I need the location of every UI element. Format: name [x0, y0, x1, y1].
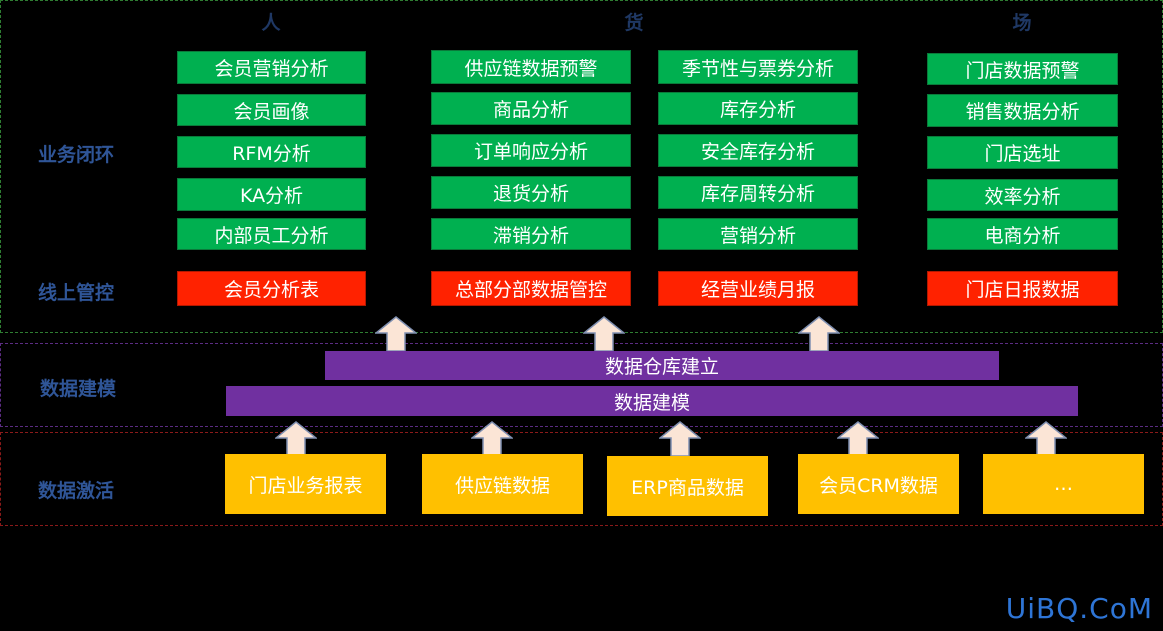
analysis-box: 电商分析: [927, 218, 1118, 250]
label-online-control: 线上管控: [38, 282, 115, 304]
header-place: 场: [1012, 12, 1032, 34]
analysis-box: 门店数据预警: [927, 53, 1118, 85]
analysis-box: RFM分析: [177, 136, 366, 168]
label-business-loop: 业务闭环: [38, 144, 115, 166]
analysis-box: 销售数据分析: [927, 94, 1118, 127]
analysis-box: 库存周转分析: [658, 176, 858, 209]
analysis-box: 退货分析: [431, 176, 631, 209]
analysis-box: 内部员工分析: [177, 218, 366, 250]
watermark-logo: UiBQ.CoM: [1005, 592, 1153, 625]
data-warehouse-bar: 数据仓库建立: [325, 351, 999, 380]
up-arrow-icon: [375, 316, 417, 352]
up-arrow-icon: [798, 316, 840, 352]
analysis-box: 安全库存分析: [658, 134, 858, 167]
analysis-box: KA分析: [177, 178, 366, 211]
analysis-box: 会员营销分析: [177, 51, 366, 84]
up-arrow-icon: [471, 421, 513, 457]
data-source-box: …: [983, 454, 1144, 514]
analysis-box: 滞销分析: [431, 218, 631, 250]
up-arrow-icon: [837, 421, 879, 457]
header-goods: 货: [624, 12, 644, 34]
label-data-activation: 数据激活: [38, 480, 115, 502]
control-report-box: 会员分析表: [177, 271, 366, 306]
analysis-box: 季节性与票券分析: [658, 50, 858, 84]
data-source-box: 供应链数据: [422, 454, 583, 514]
data-source-box: 会员CRM数据: [798, 454, 959, 514]
analysis-box: 会员画像: [177, 94, 366, 126]
data-source-box: 门店业务报表: [225, 454, 386, 514]
analysis-box: 商品分析: [431, 92, 631, 125]
up-arrow-icon: [583, 316, 625, 352]
control-report-box: 总部分部数据管控: [431, 271, 631, 306]
label-data-modeling: 数据建模: [40, 378, 117, 400]
analysis-box: 效率分析: [927, 179, 1118, 211]
analysis-box: 库存分析: [658, 92, 858, 125]
up-arrow-icon: [1025, 421, 1067, 457]
analysis-box: 供应链数据预警: [431, 50, 631, 84]
header-people: 人: [261, 12, 281, 34]
analysis-box: 门店选址: [927, 136, 1118, 169]
control-report-box: 门店日报数据: [927, 271, 1118, 306]
analysis-box: 营销分析: [658, 218, 858, 250]
up-arrow-icon: [659, 421, 701, 457]
data-source-box: ERP商品数据: [607, 456, 768, 516]
up-arrow-icon: [275, 421, 317, 457]
data-modeling-bar: 数据建模: [226, 386, 1078, 416]
analysis-box: 订单响应分析: [431, 134, 631, 167]
control-report-box: 经营业绩月报: [658, 271, 858, 306]
